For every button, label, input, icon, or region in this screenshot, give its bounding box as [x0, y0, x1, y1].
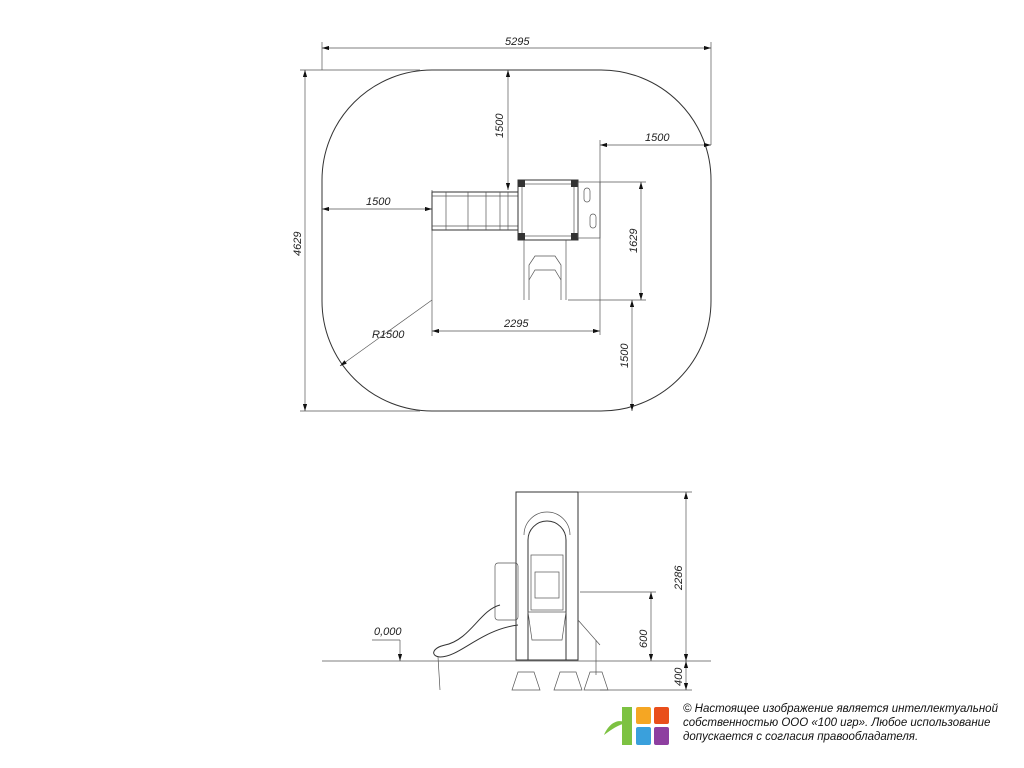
- dim-left-clearance: 1500: [366, 196, 391, 208]
- ground-level-label: 0,000: [374, 626, 402, 638]
- dim-radius: R1500: [372, 329, 405, 341]
- dim-width: 5295: [505, 36, 530, 48]
- dim-platform-height: 600: [638, 629, 650, 648]
- safety-zone-outline: [321, 69, 712, 412]
- dim-length: 2295: [503, 318, 529, 330]
- dim-right-clearance: 1500: [645, 132, 670, 144]
- equipment-plan: [431, 179, 601, 300]
- copyright-line: © Настоящее изображение является интелле…: [683, 703, 998, 715]
- company-logo: [600, 705, 672, 747]
- side-view: 0,000 2286 400 600: [322, 491, 711, 691]
- dim-top-clearance: 1500: [494, 113, 506, 138]
- dim-total-height: 2286: [673, 565, 685, 591]
- dim-bottom-clearance: 1500: [619, 343, 631, 368]
- copyright-notice: © Настоящее изображение является интелле…: [683, 702, 1013, 744]
- copyright-line: собственностью ООО «100 игр». Любое испо…: [683, 717, 991, 729]
- dim-foundation-depth: 400: [673, 667, 685, 686]
- copyright-line: допускается с согласия правообладателя.: [683, 731, 919, 743]
- tower-elevation: [433, 491, 609, 691]
- dim-height: 4629: [292, 232, 304, 256]
- dim-depth: 1629: [628, 229, 640, 253]
- top-view: 5295 4629 1500 1500 1500 1629 2295 1500 …: [292, 36, 712, 412]
